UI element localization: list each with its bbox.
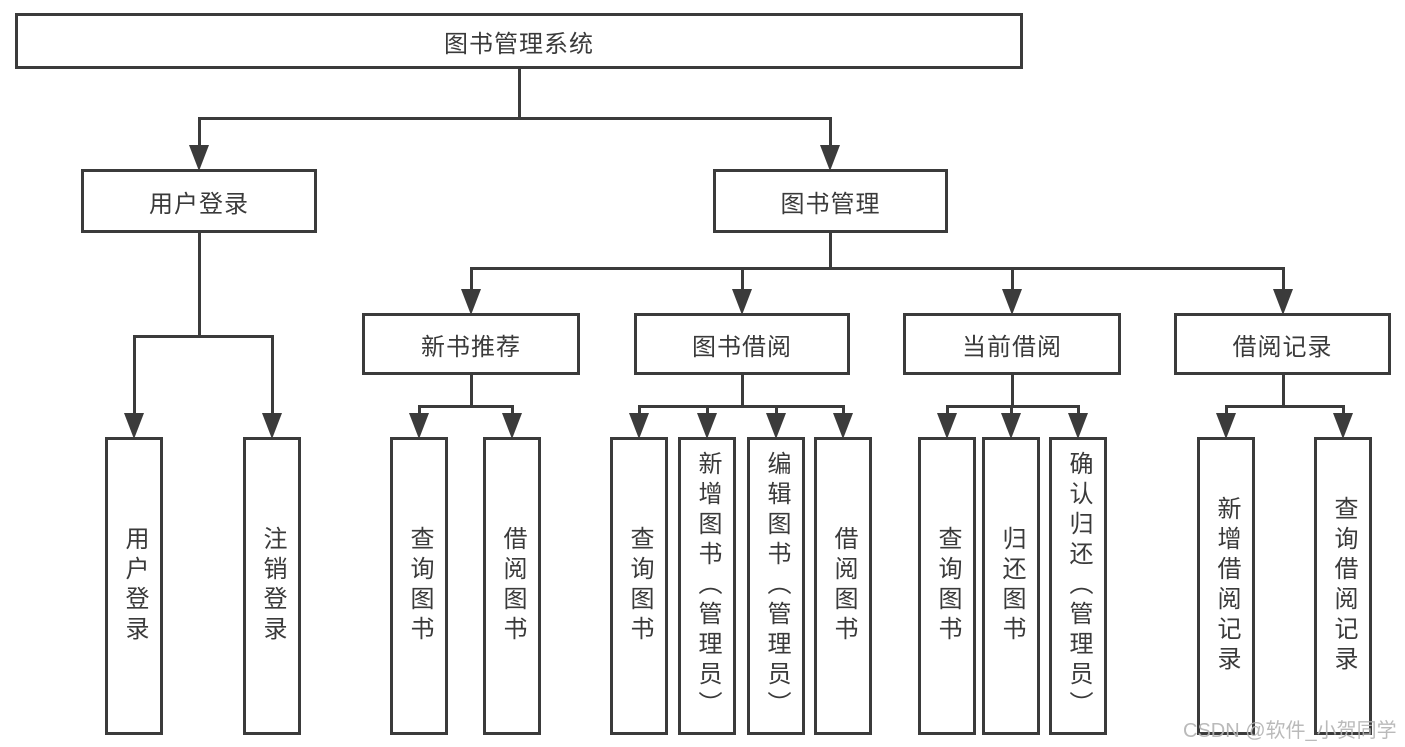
- leaf-confirm-return-admin: 确认归还（管理员）: [1049, 437, 1107, 735]
- h-line: [132, 334, 274, 338]
- v-line: [774, 406, 778, 415]
- arrow-down-icon: [502, 413, 522, 439]
- h-line: [417, 404, 514, 408]
- v-line: [1076, 406, 1080, 415]
- v-line: [197, 118, 201, 147]
- node-book-management: 图书管理: [713, 169, 948, 233]
- v-line: [828, 232, 832, 268]
- node-label: 新增借阅记录: [1213, 496, 1240, 676]
- v-line: [1010, 268, 1014, 291]
- node-label: 查询借阅记录: [1330, 496, 1357, 676]
- h-line: [197, 116, 832, 120]
- h-line: [945, 404, 1080, 408]
- node-label: 用户登录: [149, 190, 249, 218]
- node-label: 借阅图书: [830, 526, 857, 646]
- leaf-search-books-borrow: 查询图书: [610, 437, 668, 735]
- node-label: 新增图书（管理员）: [694, 451, 721, 721]
- node-root-library-system: 图书管理系统: [15, 13, 1023, 69]
- arrow-down-icon: [732, 289, 752, 315]
- arrow-down-icon: [697, 413, 717, 439]
- leaf-add-books-admin: 新增图书（管理员）: [678, 437, 736, 735]
- node-label: 归还图书: [998, 526, 1025, 646]
- node-label: 图书管理系统: [444, 30, 594, 58]
- node-label: 借阅图书: [499, 526, 526, 646]
- arrow-down-icon: [937, 413, 957, 439]
- node-label: 编辑图书（管理员）: [763, 451, 790, 721]
- leaf-search-books-current: 查询图书: [918, 437, 976, 735]
- node-label: 注销登录: [259, 526, 286, 646]
- leaf-search-books-recommend: 查询图书: [390, 437, 448, 735]
- v-line: [197, 232, 201, 336]
- node-label: 借阅记录: [1232, 333, 1333, 361]
- node-label: 查询图书: [934, 526, 961, 646]
- leaf-borrow-books-recommend: 借阅图书: [483, 437, 541, 735]
- v-line: [270, 336, 274, 415]
- v-line: [510, 406, 514, 415]
- node-borrowing-records: 借阅记录: [1174, 313, 1391, 375]
- arrow-down-icon: [1273, 289, 1293, 315]
- v-line: [828, 118, 832, 147]
- v-line: [1009, 406, 1013, 415]
- node-label: 确认归还（管理员）: [1065, 451, 1092, 721]
- h-line: [469, 266, 1285, 270]
- node-new-book-recommend: 新书推荐: [362, 313, 580, 375]
- v-line: [945, 406, 949, 415]
- node-user-login: 用户登录: [81, 169, 317, 233]
- watermark: CSDN @软件_小贺同学: [1183, 720, 1397, 742]
- node-label: 当前借阅: [962, 333, 1062, 361]
- arrow-down-icon: [1333, 413, 1353, 439]
- arrow-down-icon: [820, 145, 840, 171]
- arrow-down-icon: [629, 413, 649, 439]
- arrow-down-icon: [1068, 413, 1088, 439]
- leaf-logout: 注销登录: [243, 437, 301, 735]
- v-line: [1281, 374, 1285, 406]
- v-line: [740, 268, 744, 291]
- h-line: [1224, 404, 1345, 408]
- arrow-down-icon: [1216, 413, 1236, 439]
- v-line: [1224, 406, 1228, 415]
- leaf-search-borrow-record: 查询借阅记录: [1314, 437, 1372, 735]
- leaf-return-books: 归还图书: [982, 437, 1040, 735]
- v-line: [841, 406, 845, 415]
- node-book-borrowing: 图书借阅: [634, 313, 850, 375]
- leaf-edit-books-admin: 编辑图书（管理员）: [747, 437, 805, 735]
- v-line: [740, 374, 744, 406]
- leaf-add-borrow-record: 新增借阅记录: [1197, 437, 1255, 735]
- node-label: 用户登录: [121, 526, 148, 646]
- arrow-down-icon: [262, 413, 282, 439]
- arrow-down-icon: [766, 413, 786, 439]
- v-line: [1341, 406, 1345, 415]
- leaf-user-login: 用户登录: [105, 437, 163, 735]
- node-label: 图书管理: [780, 190, 881, 218]
- arrow-down-icon: [1001, 413, 1021, 439]
- v-line: [417, 406, 421, 415]
- arrow-down-icon: [189, 145, 209, 171]
- node-label: 查询图书: [626, 526, 653, 646]
- v-line: [469, 268, 473, 291]
- h-line: [637, 404, 845, 408]
- v-line: [517, 68, 521, 118]
- node-label: 图书借阅: [692, 333, 792, 361]
- v-line: [469, 374, 473, 406]
- arrow-down-icon: [833, 413, 853, 439]
- arrow-down-icon: [124, 413, 144, 439]
- leaf-borrow-books: 借阅图书: [814, 437, 872, 735]
- v-line: [1281, 268, 1285, 291]
- arrow-down-icon: [1002, 289, 1022, 315]
- v-line: [132, 336, 136, 415]
- node-label: 查询图书: [406, 526, 433, 646]
- node-current-borrowing: 当前借阅: [903, 313, 1121, 375]
- arrow-down-icon: [409, 413, 429, 439]
- v-line: [1010, 374, 1014, 406]
- node-label: 新书推荐: [421, 333, 521, 361]
- arrow-down-icon: [461, 289, 481, 315]
- v-line: [705, 406, 709, 415]
- v-line: [637, 406, 641, 415]
